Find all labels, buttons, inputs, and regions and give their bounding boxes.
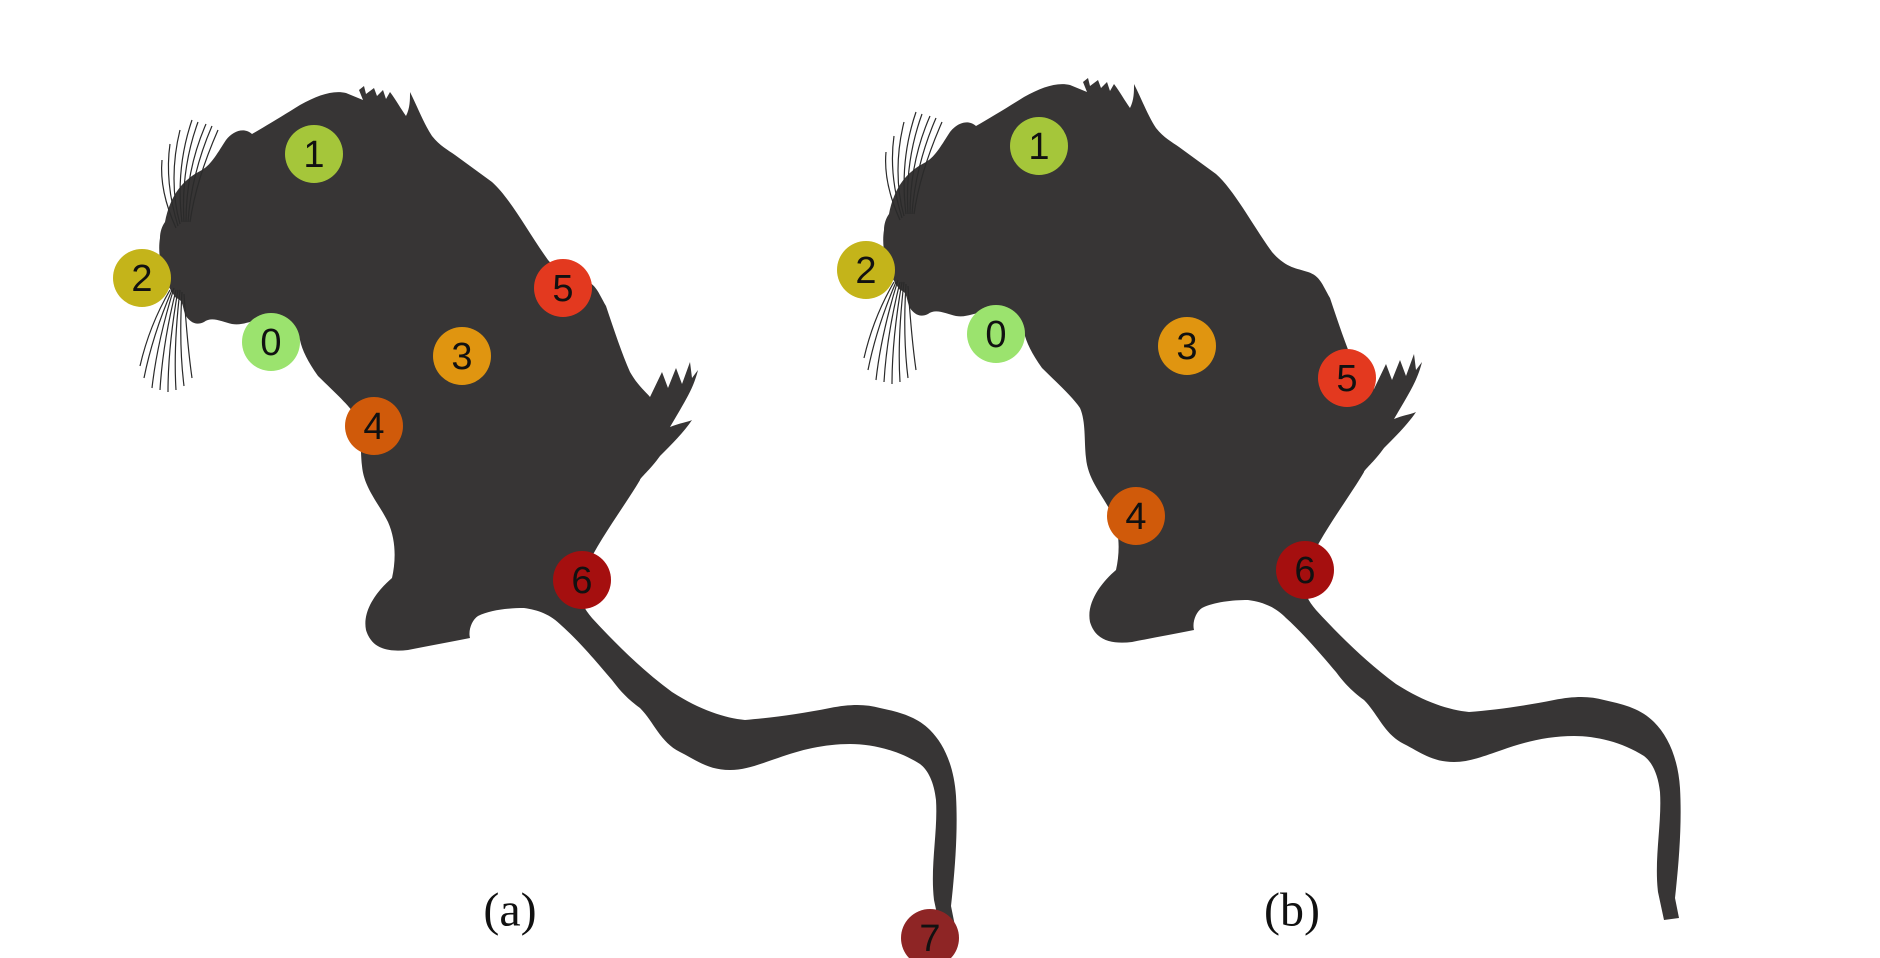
- keypoint-marker: [837, 241, 895, 299]
- keypoint-1: 1: [1010, 117, 1068, 175]
- keypoint-label: 2: [131, 258, 152, 300]
- keypoint-label: 1: [303, 134, 324, 176]
- keypoint-marker: [967, 305, 1025, 363]
- keypoint-marker: [285, 125, 343, 183]
- keypoint-5: 5: [534, 259, 592, 317]
- keypoint-marker: [901, 909, 959, 958]
- keypoint-label: 4: [1125, 496, 1146, 538]
- keypoint-layer: 0 1 2 3 4 5 6: [837, 117, 1376, 599]
- keypoint-label: 5: [1336, 358, 1357, 400]
- keypoint-marker: [1010, 117, 1068, 175]
- panel-caption: (b): [1264, 884, 1320, 937]
- panel-b: 0 1 2 3 4 5 6 (b): [837, 77, 1682, 937]
- keypoint-label: 1: [1028, 126, 1049, 168]
- keypoint-5: 5: [1318, 349, 1376, 407]
- keypoint-7: 7: [901, 909, 959, 958]
- keypoint-marker: [534, 259, 592, 317]
- keypoint-layer: 0 1 2 3 4 5 6 7: [113, 125, 959, 958]
- keypoint-3: 3: [433, 327, 491, 385]
- keypoint-1: 1: [285, 125, 343, 183]
- rat-silhouette: [139, 85, 958, 929]
- keypoint-label: 0: [260, 322, 281, 364]
- keypoint-marker: [345, 397, 403, 455]
- keypoint-4: 4: [1107, 487, 1165, 545]
- keypoint-6: 6: [1276, 541, 1334, 599]
- rat-silhouette: [863, 77, 1682, 921]
- keypoint-marker: [1276, 541, 1334, 599]
- keypoint-0: 0: [967, 305, 1025, 363]
- keypoint-label: 0: [985, 314, 1006, 356]
- keypoint-6: 6: [553, 551, 611, 609]
- keypoint-marker: [433, 327, 491, 385]
- keypoint-2: 2: [113, 249, 171, 307]
- keypoint-label: 6: [1294, 550, 1315, 592]
- keypoint-label: 3: [1176, 326, 1197, 368]
- keypoint-marker: [1158, 317, 1216, 375]
- keypoint-label: 2: [855, 250, 876, 292]
- panel-a: 0 1 2 3 4 5 6 7 (a): [113, 85, 959, 958]
- keypoint-label: 6: [571, 560, 592, 602]
- keypoint-label: 5: [552, 268, 573, 310]
- keypoint-0: 0: [242, 313, 300, 371]
- keypoint-marker: [1107, 487, 1165, 545]
- keypoint-marker: [242, 313, 300, 371]
- keypoint-label: 4: [363, 406, 384, 448]
- keypoint-label: 3: [451, 336, 472, 378]
- keypoint-marker: [1318, 349, 1376, 407]
- panel-caption: (a): [483, 884, 536, 937]
- keypoint-marker: [113, 249, 171, 307]
- keypoint-marker: [553, 551, 611, 609]
- keypoint-2: 2: [837, 241, 895, 299]
- keypoint-label: 7: [919, 918, 940, 958]
- keypoint-4: 4: [345, 397, 403, 455]
- keypoint-3: 3: [1158, 317, 1216, 375]
